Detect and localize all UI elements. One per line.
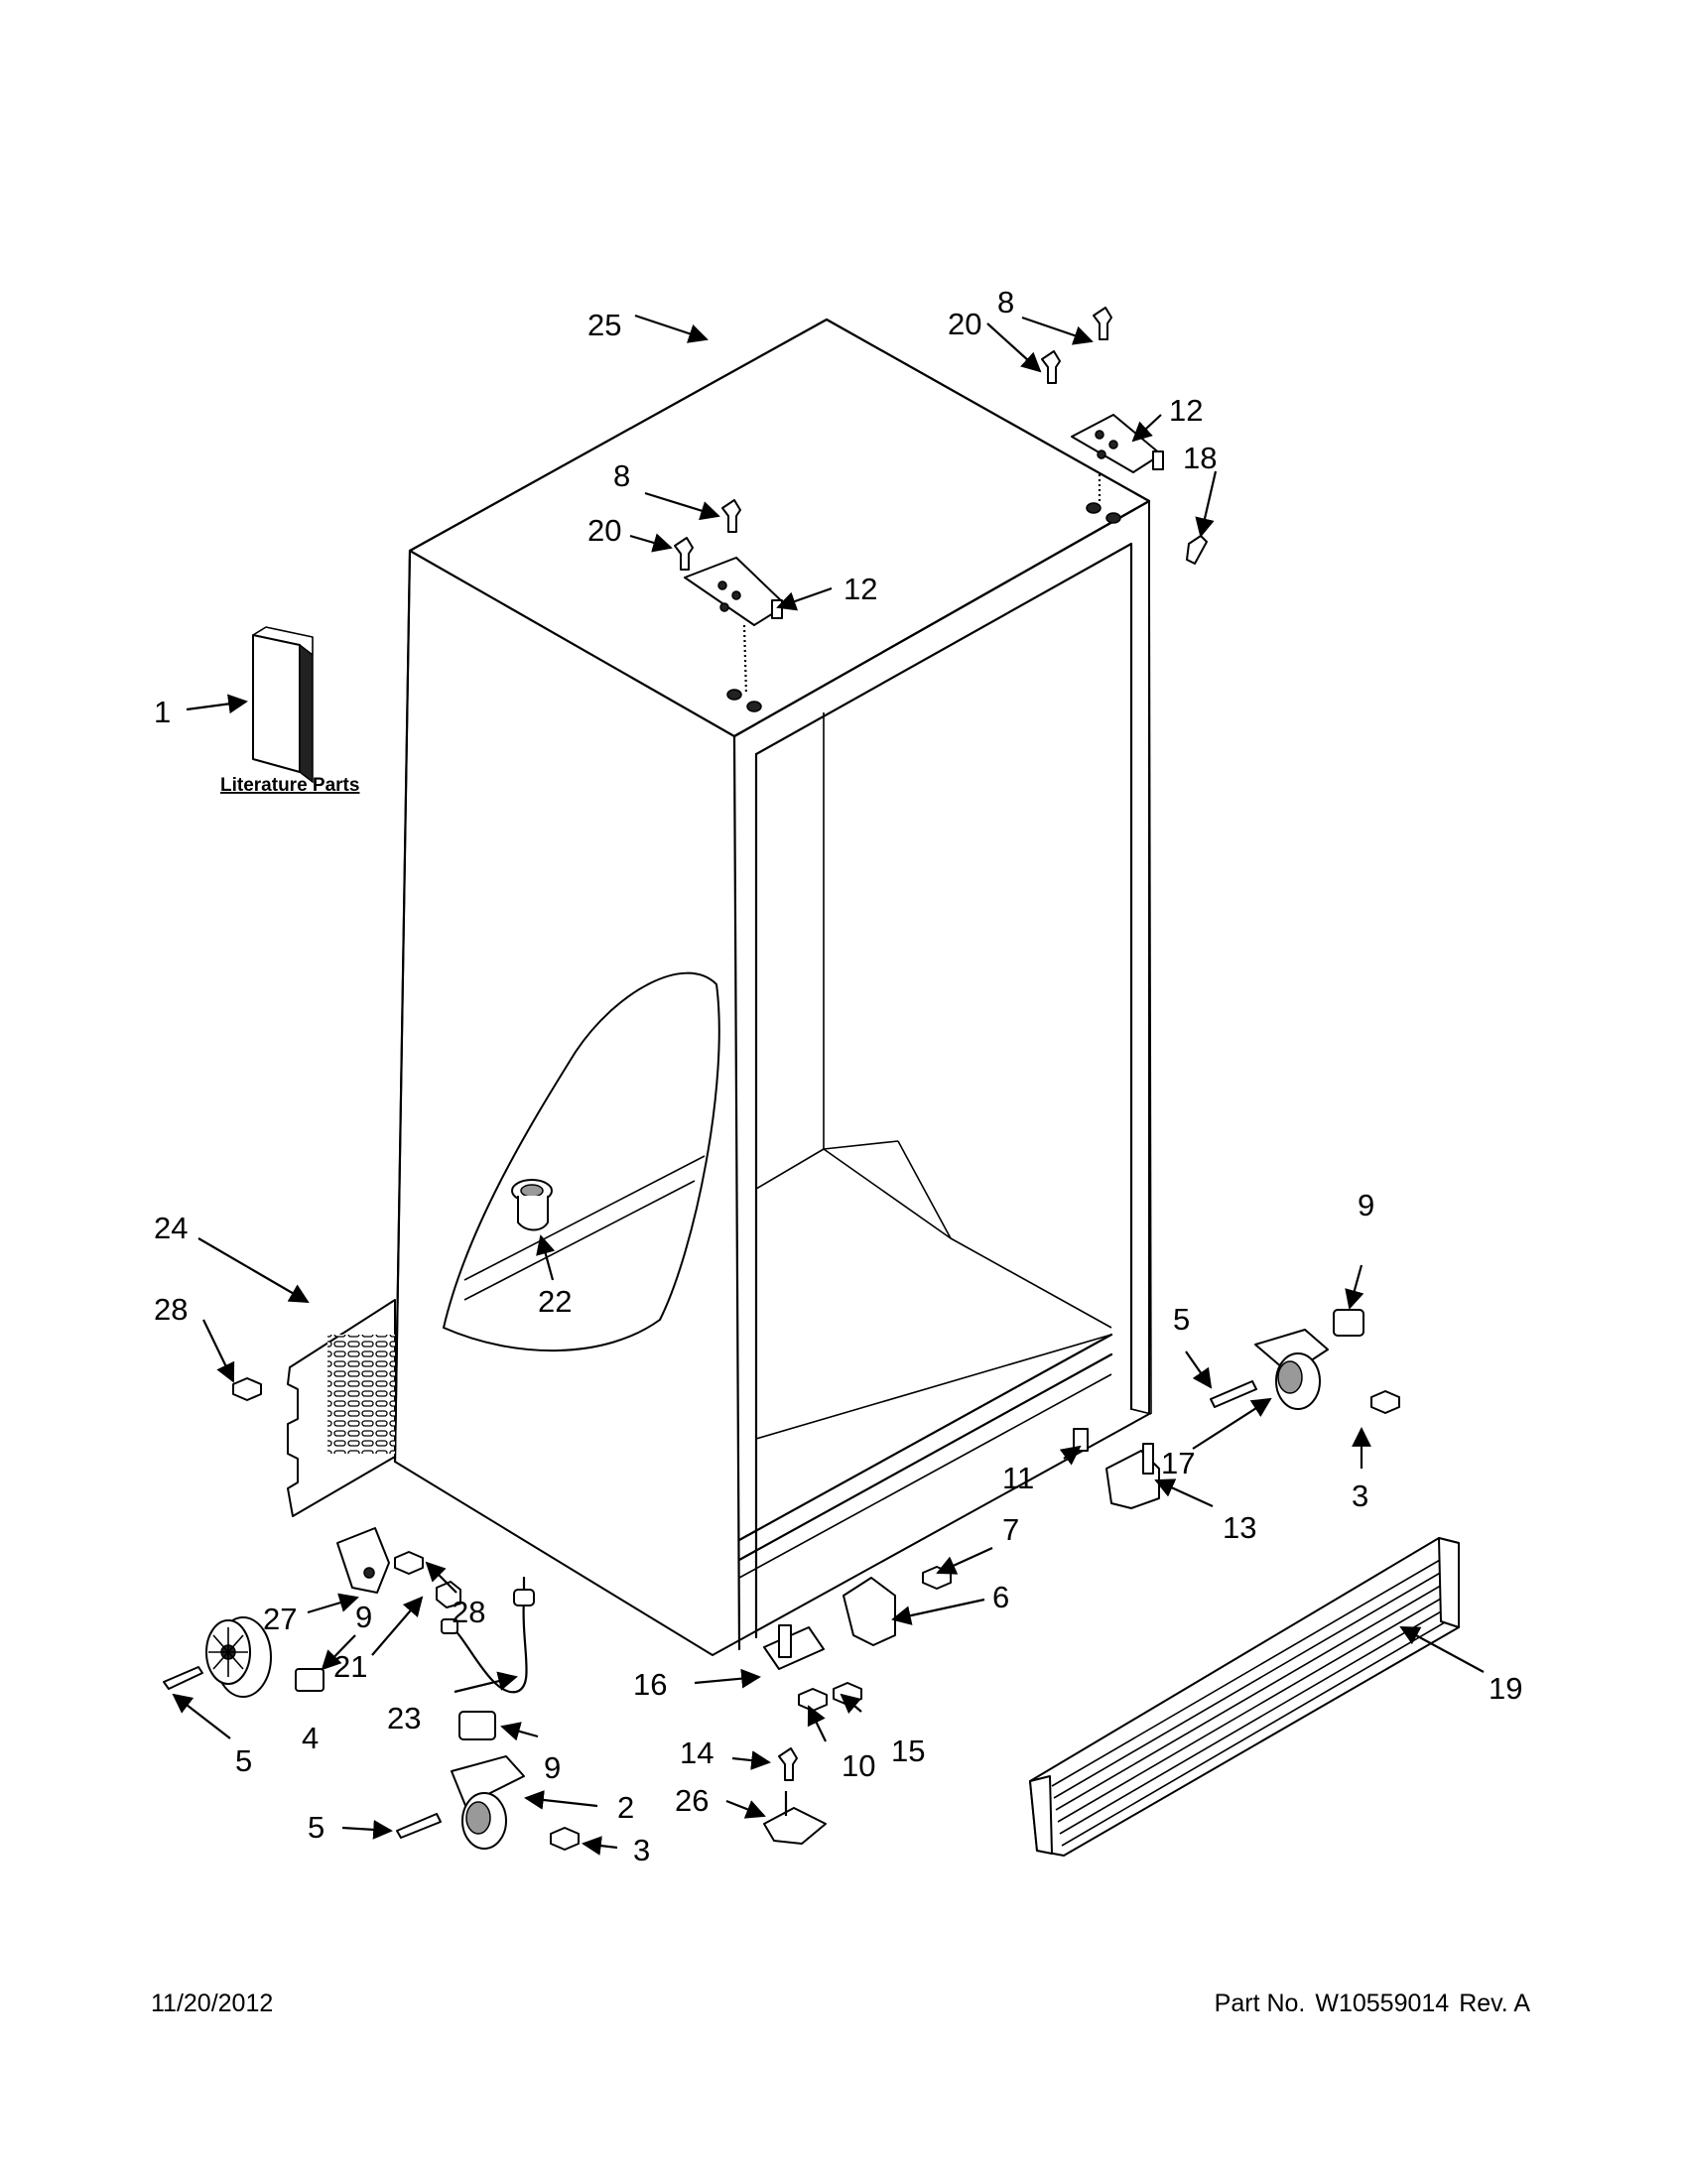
cabinet — [393, 318, 1152, 1656]
callout-28: 28 — [452, 1595, 485, 1629]
toe-grille — [1029, 1537, 1460, 1857]
hinge-right — [1041, 307, 1208, 565]
callout-21: 21 — [333, 1649, 367, 1684]
pin-5-lower — [396, 1813, 442, 1839]
screw-14 — [778, 1747, 798, 1781]
callout-17: 17 — [1161, 1446, 1195, 1480]
revision: Rev. A — [1459, 1990, 1530, 2017]
callout-2: 2 — [617, 1790, 634, 1825]
screw-7 — [922, 1566, 952, 1590]
roller-2 — [451, 1755, 525, 1850]
callout-5: 5 — [235, 1743, 252, 1778]
pad-9-lower — [458, 1711, 496, 1740]
callout-10: 10 — [842, 1748, 875, 1783]
screw-10 — [798, 1688, 828, 1712]
callout-14: 14 — [680, 1735, 714, 1770]
leveler-26 — [763, 1791, 827, 1845]
callout-15: 15 — [891, 1734, 925, 1768]
callout-12: 12 — [1169, 393, 1203, 428]
part-label: Part No. — [1214, 1990, 1306, 2017]
callout-6: 6 — [992, 1580, 1009, 1614]
callout-9: 9 — [544, 1750, 561, 1785]
callout-13: 13 — [1223, 1510, 1256, 1545]
screw-3-right — [1370, 1390, 1400, 1414]
literature-label: Literature Parts — [220, 775, 359, 796]
pin-5-left — [163, 1666, 203, 1690]
bracket-16 — [763, 1624, 825, 1670]
screw-28-lower — [394, 1551, 424, 1575]
callout-18: 18 — [1183, 441, 1217, 475]
callout-3: 3 — [1352, 1478, 1368, 1513]
callout-12: 12 — [844, 572, 877, 606]
bracket-27 — [336, 1527, 390, 1594]
bracket-6 — [843, 1577, 896, 1646]
callout-26: 26 — [675, 1783, 709, 1818]
callout-11: 11 — [1002, 1461, 1034, 1495]
callout-8: 8 — [997, 285, 1014, 320]
callout-4: 4 — [302, 1721, 319, 1755]
callout-20: 20 — [587, 513, 621, 548]
callout-24: 24 — [154, 1211, 188, 1245]
callout-5: 5 — [1173, 1302, 1190, 1337]
screw-28-upper — [232, 1377, 262, 1401]
callout-27: 27 — [263, 1602, 297, 1636]
callout-labels: 25 1 8 20 12 8 20 12 18 24 28 22 9 5 17 … — [154, 285, 1522, 1867]
rear-grille — [287, 1299, 396, 1517]
callout-8: 8 — [613, 458, 630, 493]
literature-parts: Literature Parts — [220, 626, 359, 796]
water-line-23 — [436, 1576, 535, 1694]
callout-1: 1 — [154, 695, 171, 729]
pad-9-right — [1333, 1309, 1364, 1337]
clip-11 — [1073, 1428, 1089, 1452]
part-number: W10559014 — [1315, 1990, 1450, 2017]
wheel-4 — [205, 1616, 272, 1698]
callout-9: 9 — [1358, 1188, 1374, 1222]
callout-19: 19 — [1489, 1671, 1522, 1706]
hinge-13 — [1105, 1443, 1160, 1509]
leaders — [172, 314, 1485, 1856]
footer-date: 11/20/2012 — [151, 1990, 274, 2017]
callout-5: 5 — [308, 1810, 324, 1845]
callout-22: 22 — [538, 1284, 572, 1319]
callout-9: 9 — [355, 1600, 372, 1634]
pad-9-left — [295, 1668, 324, 1692]
callout-25: 25 — [587, 308, 621, 342]
part-22 — [511, 1179, 553, 1231]
callout-16: 16 — [633, 1667, 667, 1702]
screw-3-lower — [550, 1827, 580, 1851]
callout-23: 23 — [387, 1701, 421, 1735]
callout-28: 28 — [154, 1292, 188, 1327]
pin-5-right — [1210, 1380, 1257, 1408]
screw-15 — [833, 1682, 862, 1706]
callout-7: 7 — [1002, 1512, 1019, 1547]
roller-17 — [1254, 1329, 1329, 1410]
footer-part-number: Part No. W10559014 Rev. A — [1205, 1990, 1530, 2018]
callout-3: 3 — [633, 1833, 650, 1867]
callout-20: 20 — [948, 307, 981, 341]
